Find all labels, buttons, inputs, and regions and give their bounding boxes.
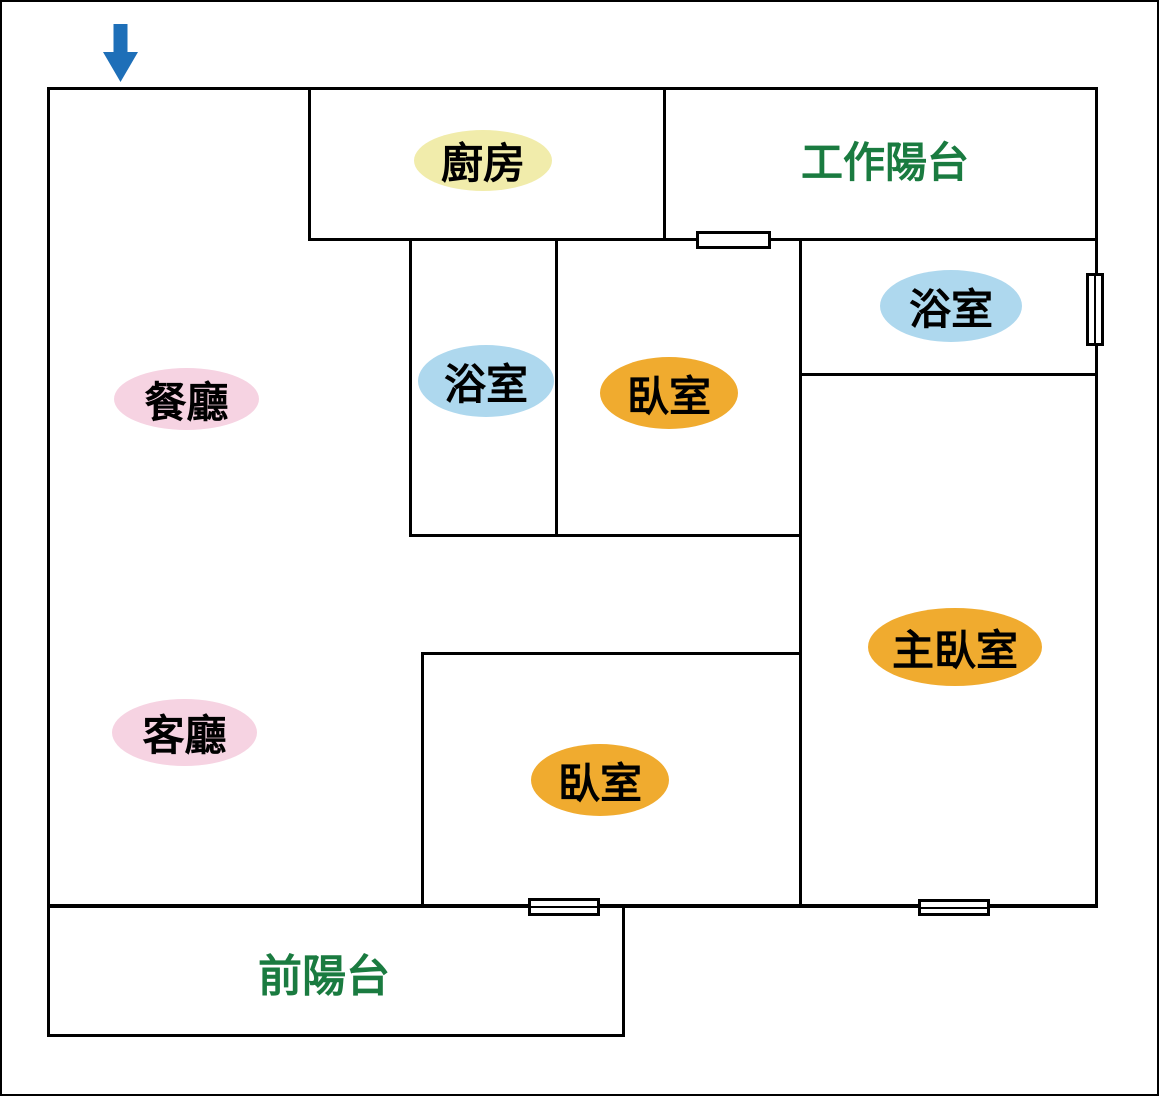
room-label-living: 客廳 [142,711,227,760]
wall-front-balcony-bottom [47,1034,625,1037]
room-label-work-balcony: 工作陽台 [800,137,969,187]
room-label-kitchen: 廚房 [440,139,525,188]
room-label-dining: 餐廳 [144,377,229,427]
window-symbol [528,898,600,916]
room-bubble-bedroom-bottom: 臥室 [531,744,669,816]
room-label-master-bedroom: 主臥室 [891,625,1018,675]
wall-front-balcony-right [622,904,625,1037]
wall-house-top [47,87,1098,90]
wall-house-left [47,87,50,908]
wall-bedroom-bottom-left [421,652,424,907]
room-bubble-kitchen: 廚房 [414,130,552,191]
room-label-bathroom-right: 浴室 [908,284,993,334]
wall-kitchen-left [308,87,311,241]
wall-house-right [1095,87,1098,908]
room-label-bedroom-middle: 臥室 [626,371,711,421]
room-bubble-bedroom-middle: 臥室 [600,357,738,429]
wall-bath-right-bottom [799,373,1098,376]
wall-bath-mid-left [409,238,412,537]
wall-bedroom-bottom-top [421,652,802,655]
room-label-bedroom-bottom: 臥室 [557,758,642,808]
wall-mid-rooms-bottom [409,534,802,537]
room-bubble-living: 客廳 [112,699,257,766]
wall-kitchen-balcony-div [663,87,666,241]
room-bubble-master-bedroom: 主臥室 [868,608,1042,686]
room-label-front-balcony: 前陽台 [258,951,390,1002]
window-symbol [918,899,990,916]
room-bubble-bathroom-right: 浴室 [880,270,1022,342]
entrance-arrow-icon [100,24,141,82]
window-symbol [1086,273,1104,346]
wall-front-balcony-left [47,904,50,1037]
window-symbol [696,231,771,249]
wall-main-vertical [799,238,802,908]
room-bubble-dining: 餐廳 [114,368,259,430]
wall-bath-bed-divider [555,238,558,537]
room-label-bathroom-middle: 浴室 [443,359,528,409]
room-bubble-bathroom-middle: 浴室 [418,345,554,417]
